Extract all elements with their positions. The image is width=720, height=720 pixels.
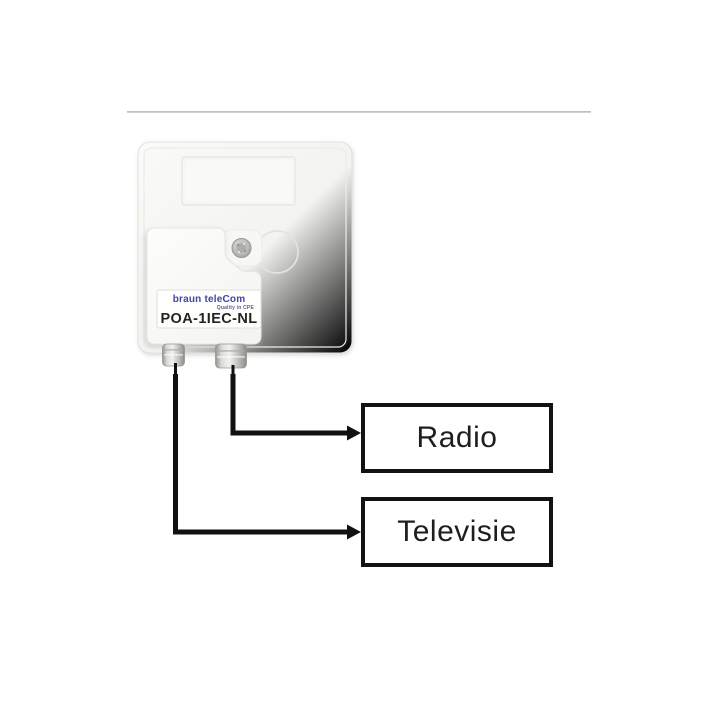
screw-icon: [231, 238, 252, 258]
brand-logo: braun teleCom: [172, 294, 246, 305]
output-box-radio: Radio: [361, 403, 553, 473]
label-window-insert: [185, 160, 292, 202]
output-box-televisie: Televisie: [361, 497, 553, 567]
module-label-sticker: [156, 289, 262, 329]
connection-line-radio: [230, 374, 349, 436]
model-number: POA-1IEC-NL: [160, 311, 258, 327]
coax-connector-right: [215, 343, 247, 369]
divider-line: [127, 111, 591, 113]
output-label-televisie: Televisie: [397, 515, 517, 548]
arrowhead-radio-icon: [347, 425, 361, 441]
arrowhead-televisie-icon: [347, 524, 361, 540]
output-label-radio: Radio: [416, 421, 498, 454]
coax-connector-left: [162, 343, 185, 367]
connection-line-televisie: [173, 374, 349, 535]
brand-tagline: Quality in CPE: [216, 305, 254, 311]
